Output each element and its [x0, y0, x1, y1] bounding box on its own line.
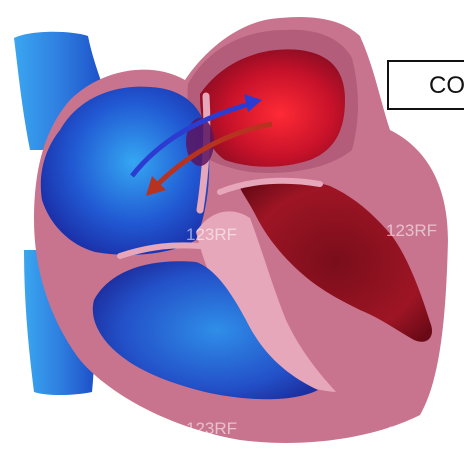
watermark-4: 123RF — [386, 423, 437, 442]
watermark-3: 123RF — [186, 419, 237, 438]
diagram-label-box: CO — [387, 60, 464, 110]
diagram-label-text: CO — [429, 72, 464, 100]
watermark-1: 123RF — [186, 225, 237, 244]
watermark-2: 123RF — [386, 221, 437, 240]
